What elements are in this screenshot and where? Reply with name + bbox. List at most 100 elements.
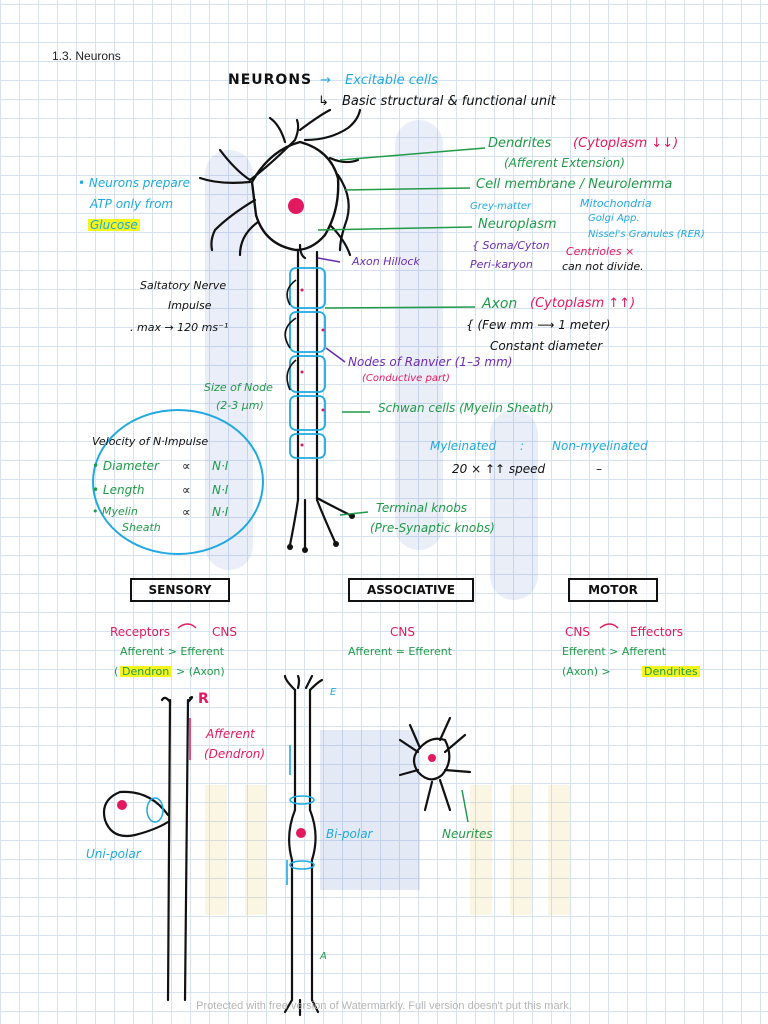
bipolar-arrows xyxy=(286,745,315,885)
velocity-row-1-val: N·I xyxy=(212,459,229,473)
note-line-1: • Neurons prepare xyxy=(78,176,191,190)
velocity-row-3-rel: ∝ xyxy=(182,505,191,519)
unipolar-node xyxy=(146,797,164,823)
label-cell-membrane: Cell membrane / Neurolemma xyxy=(476,177,673,192)
note-glucose: Glucose xyxy=(88,218,140,232)
motor-dendrites: Dendrites xyxy=(642,665,700,678)
def-basic: Basic structural & functional unit xyxy=(342,94,556,109)
sensory-afferent: Afferent > Efferent xyxy=(120,645,225,658)
sensory-cns: CNS xyxy=(212,625,237,639)
bottom-neurites: Neurites xyxy=(442,827,493,841)
velocity-row-3-label: • Myelin xyxy=(92,505,138,518)
motor-efferent: Efferent > Afferent xyxy=(562,645,667,658)
label-grey-matter: Grey-matter xyxy=(470,201,532,212)
associative-relation: Afferent ≃ Efferent xyxy=(348,645,453,658)
velocity-row-3-val: N·I xyxy=(212,505,229,519)
label-axon-hillock: Axon Hillock xyxy=(352,255,420,268)
velocity-title: Velocity of N·Impulse xyxy=(92,435,209,448)
def-excitable: Excitable cells xyxy=(345,73,438,88)
effector-mark: E xyxy=(330,687,337,698)
page-header: 1.3. Neurons xyxy=(52,49,121,63)
label-perikaryon: Peri-karyon xyxy=(470,258,533,271)
def-arrow-2: ↳ xyxy=(318,94,329,109)
label-colon: : xyxy=(520,439,525,453)
section-arrows xyxy=(177,623,619,760)
multipolar-nucleus xyxy=(428,754,436,762)
label-saltatory-2: Impulse xyxy=(168,299,212,312)
sensory-title: SENSORY xyxy=(148,583,212,597)
label-nissl: Nissel's Granules (RER) xyxy=(588,229,705,240)
bottom-bipolar: Bi-polar xyxy=(326,827,373,841)
label-dendrites-cyto: (Cytoplasm ↓↓) xyxy=(573,136,679,151)
page-title: NEURONS xyxy=(228,72,313,88)
velocity-row-2-rel: ∝ xyxy=(182,483,191,497)
label-size-node-1: Size of Node xyxy=(204,381,273,394)
label-saltatory-3: . max → 120 ms⁻¹ xyxy=(130,321,229,334)
label-centrioles: Centrioles × xyxy=(566,245,635,258)
green-pointers xyxy=(317,147,486,516)
label-afferent-ext: (Afferent Extension) xyxy=(504,156,625,170)
label-nodes: Nodes of Ranvier (1–3 mm) xyxy=(348,355,513,369)
saltatory-arcs xyxy=(284,279,297,391)
unipolar-nucleus xyxy=(117,800,127,810)
unipolar-neuron xyxy=(102,696,194,1002)
label-neuroplasm: Neuroplasm xyxy=(478,217,557,232)
bipolar-neuron xyxy=(283,674,324,1017)
label-dendrites: Dendrites xyxy=(488,136,552,151)
bottom-dendron: (Dendron) xyxy=(204,747,266,761)
node-dots xyxy=(300,288,325,447)
def-arrow-1: → xyxy=(320,73,331,88)
label-conductive: (Conductive part) xyxy=(362,373,450,384)
watermark-text: Protected with free version of Watermark… xyxy=(196,1000,572,1012)
velocity-row-1-rel: ∝ xyxy=(182,459,191,473)
multipolar-neuron xyxy=(398,716,472,812)
motor-cns: CNS xyxy=(565,625,590,639)
label-golgi: Golgi App. xyxy=(588,213,640,224)
label-terminal: Terminal knobs xyxy=(376,501,468,515)
associative-box: ASSOCIATIVE xyxy=(348,578,474,602)
label-axon-cyto: (Cytoplasm ↑↑) xyxy=(530,296,636,311)
receptor-mark: R xyxy=(198,691,209,707)
label-few-mm: { (Few mm ⟶ 1 meter) xyxy=(466,318,611,332)
motor-effectors: Effectors xyxy=(630,625,684,639)
velocity-sheath: Sheath xyxy=(122,521,161,534)
motor-axon: (Axon) > xyxy=(562,665,611,678)
velocity-row-1-label: • Diameter xyxy=(92,459,159,473)
bottom-unipolar: Uni-polar xyxy=(86,847,141,861)
sensory-paren: ( xyxy=(114,665,119,678)
bottom-afferent: Afferent xyxy=(206,727,255,741)
purple-pointers xyxy=(317,257,346,363)
label-speed: 20 × ↑↑ speed xyxy=(452,462,546,476)
sensory-receptors: Receptors xyxy=(110,625,171,639)
sensory-box: SENSORY xyxy=(130,578,230,602)
schwann-cells xyxy=(289,267,326,459)
label-schwan: Schwan cells (Myelin Sheath) xyxy=(378,401,554,415)
associative-title: ASSOCIATIVE xyxy=(367,583,455,597)
label-non-myelinated: Non-myelinated xyxy=(552,439,648,453)
neurites-pointer xyxy=(461,789,469,823)
velocity-circle xyxy=(92,409,264,555)
label-myelinated: Myleinated xyxy=(430,439,497,453)
motor-box: MOTOR xyxy=(568,578,658,602)
associative-cns: CNS xyxy=(390,625,415,639)
label-saltatory-1: Saltatory Nerve xyxy=(140,279,227,292)
velocity-row-2-val: N·I xyxy=(212,483,229,497)
note-line-2: ATP only from xyxy=(90,197,174,211)
bipolar-nucleus xyxy=(296,828,306,838)
sensory-axon: > (Axon) xyxy=(176,665,225,678)
label-size-node-2: (2-3 µm) xyxy=(216,399,264,412)
motor-title: MOTOR xyxy=(588,583,638,597)
label-cannot-divide: can not divide. xyxy=(562,260,644,273)
sensory-dendron: Dendron xyxy=(120,665,172,678)
label-constant-diameter: Constant diameter xyxy=(490,339,603,353)
label-axon: Axon xyxy=(482,296,518,312)
velocity-row-2-label: • Length xyxy=(92,483,145,497)
label-dash: – xyxy=(596,462,602,476)
label-soma: { Soma/Cyton xyxy=(472,239,550,252)
axon-mark: A xyxy=(320,951,327,962)
label-presynaptic: (Pre-Synaptic knobs) xyxy=(370,521,495,535)
label-mitochondria: Mitochondria xyxy=(580,197,652,210)
terminal-knobs xyxy=(287,513,355,553)
nucleus xyxy=(288,198,304,214)
